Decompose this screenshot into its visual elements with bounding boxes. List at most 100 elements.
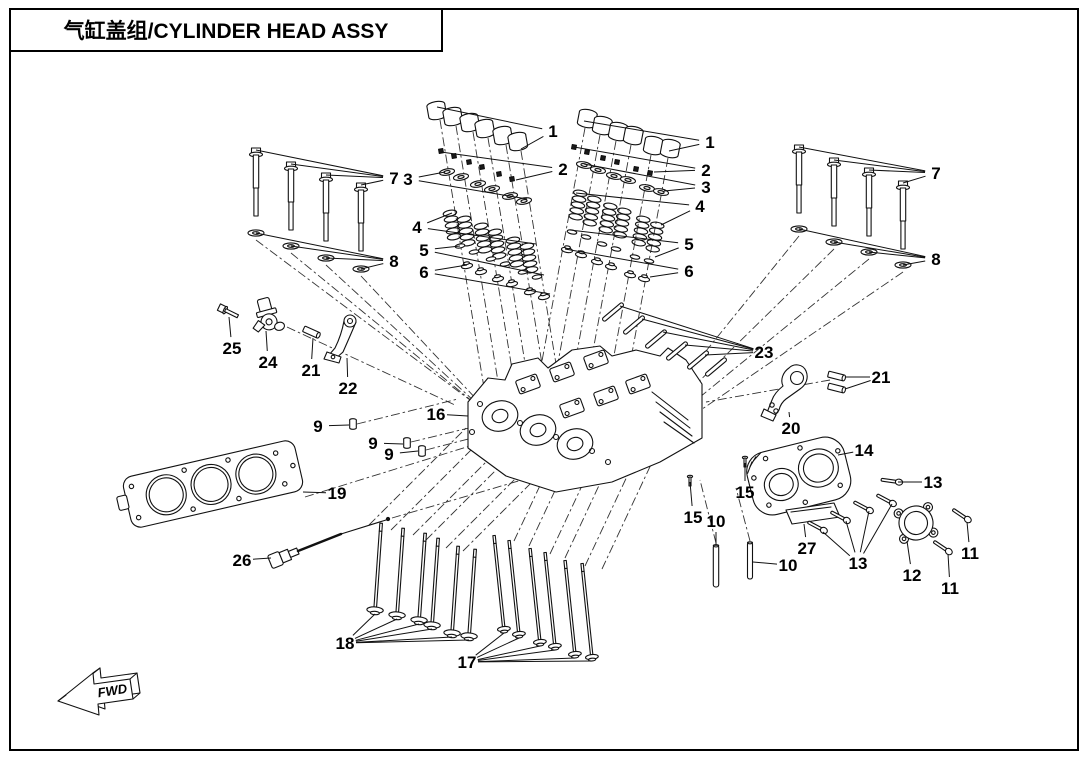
lifting-bracket [760,364,808,422]
camshaft-position-sensor [252,297,286,333]
callout-leader-line [663,187,696,192]
callout-leader-line [476,637,520,658]
part-number: 15 [736,483,755,502]
part-number: 10 [707,512,726,531]
callout-leader-line [833,241,926,258]
part-number: 8 [931,250,940,269]
part-number: 10 [779,556,798,575]
part-number: 13 [924,473,943,492]
callout-leader-line [427,228,537,245]
callout-leader-line [360,179,384,186]
part-number: 7 [931,164,940,183]
callout-leader-line [569,229,679,244]
callout-leader-line [418,180,528,200]
part-number: 22 [339,379,358,398]
callout-leader-line [902,260,926,266]
part-number: 14 [855,441,874,460]
callout-leader-line [434,251,545,276]
callout-leader-line [290,245,384,260]
round-cover [893,502,939,544]
part-number: 21 [302,361,321,380]
callout-leader-line [346,357,349,378]
spark-plug [267,516,391,569]
part-number: 9 [368,434,377,453]
callout-leader-line [833,159,926,173]
callout-leader-line [798,228,926,258]
part-number: 16 [427,405,446,424]
part-number: 3 [403,170,412,189]
callout-leader-line [325,174,384,178]
callout-leader-line [575,192,690,206]
callout-leader-line [859,510,870,553]
part-number: 9 [384,445,393,464]
callout-leader-line [290,163,384,177]
callout-leader-line [434,273,551,295]
callout-leader-line [427,212,453,224]
part-number: 1 [705,133,714,152]
callout-leader-line [355,636,453,643]
title-box: 气缸盖组/CYLINDER HEAD ASSY [9,8,443,52]
callout-leader-line [822,531,851,557]
part-number: 7 [389,169,398,188]
fwd-label: FWD [97,681,129,701]
callout-leader-line [228,316,232,338]
callout-leader-line [355,623,420,641]
part-number: 17 [458,653,477,672]
callout-leader-line [399,450,419,454]
part-number: 4 [412,218,422,237]
callout-leader-line [868,169,926,173]
callout-leader-line [583,120,700,141]
callout-leader-line [662,331,754,351]
callout-leader-line [252,557,272,560]
callout-leader-line [355,639,470,644]
callout-leader-line [436,106,543,130]
callout-leader-line [477,657,576,663]
callout-leader-line [649,272,679,278]
part-number: 12 [903,566,922,585]
callout-leader-line [255,149,384,177]
callout-leader-line [752,561,778,565]
part-number: 19 [328,484,347,503]
part-number: 18 [336,634,355,653]
callout-leader-line [619,305,754,350]
part-number: 23 [755,343,774,362]
part-number: 11 [941,579,959,598]
callout-leader-line [803,523,807,538]
callout-leader-line [947,553,950,578]
callout-leader-line [906,540,911,565]
cover-housing [746,436,852,516]
callout-leader-line [573,146,696,169]
callout-leader-line [302,491,327,494]
part-number: 3 [701,178,710,197]
part-number: 15 [684,508,703,527]
callout-leader-line [837,451,854,456]
callout-leader-line [355,628,433,642]
callout-leader-line [477,649,556,661]
callout-leader-line [475,632,505,656]
callout-leader-line [311,337,314,360]
part-number: 21 [872,368,891,387]
callout-leader-line [654,247,679,258]
callout-leader-line [653,169,696,173]
callout-leader-line [798,146,926,172]
mounting-studs [712,541,754,588]
callout-leader-line [265,330,268,352]
callout-leader-line [684,344,754,352]
callout-leader-line [477,660,593,663]
callout-leader-line [788,411,791,418]
part-number: 20 [782,419,801,438]
page-title: 气缸盖组/CYLINDER HEAD ASSY [63,19,389,43]
callout-leader-line [383,442,404,445]
callout-leader-line [641,318,754,350]
part-number: 2 [558,160,567,179]
callout-leader-line [966,521,970,543]
head-gasket [116,440,304,528]
callout-leader-line [520,135,544,150]
callout-leader-line [477,645,541,661]
callout-leader-line [660,210,691,226]
part-number: 9 [313,417,322,436]
part-number: 24 [259,353,278,372]
callout-leader-line [668,143,700,152]
